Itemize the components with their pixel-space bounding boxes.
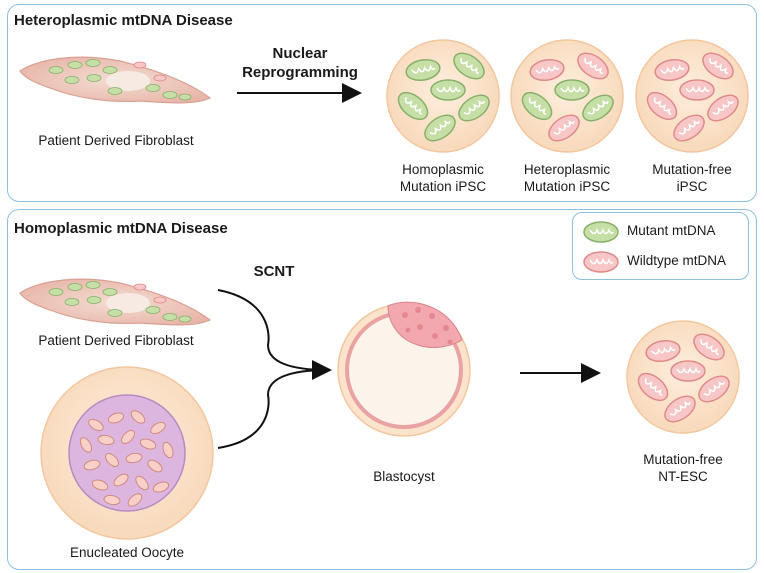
mutation-free-ipsc-label: Mutation-free iPSC [632, 161, 752, 195]
heteroplasmic-ipsc-label-line2: Mutation iPSC [523, 179, 611, 194]
nt-esc-label: Mutation-free NT-ESC [618, 451, 748, 485]
mutation-free-ipsc-label-line2: iPSC [676, 179, 708, 194]
heteroplasmic-panel [7, 4, 757, 202]
homoplasmic-ipsc-label-line1: Homoplasmic [402, 162, 484, 177]
oocyte-label: Enucleated Oocyte [69, 545, 185, 560]
fibroblast-bottom-label: Patient Derived Fibroblast [38, 333, 194, 348]
heteroplasmic-ipsc-label-line1: Heteroplasmic [523, 162, 611, 177]
heteroplasmic-ipsc-label: Heteroplasmic Mutation iPSC [507, 161, 627, 195]
heteroplasmic-ipsc-cell [510, 39, 624, 153]
legend-mutant-label: Mutant mtDNA [627, 223, 716, 238]
legend-swatches [583, 221, 619, 273]
fibroblast-bottom [19, 278, 211, 326]
nt-esc-label-line1: Mutation-free [643, 452, 723, 467]
heteroplasmic-panel-title: Heteroplasmic mtDNA Disease [14, 12, 233, 29]
homoplasmic-ipsc-cell [386, 39, 500, 153]
wildtype-swatch-icon [583, 251, 619, 273]
fibroblast-top [19, 56, 211, 104]
enucleated-oocyte [40, 366, 214, 540]
homoplasmic-panel-title: Homoplasmic mtDNA Disease [14, 220, 228, 237]
legend: Mutant mtDNA Wildtype mtDNA [572, 212, 749, 280]
mutant-swatch-icon [583, 221, 619, 243]
homoplasmic-ipsc-label-line2: Mutation iPSC [399, 179, 487, 194]
homoplasmic-ipsc-label: Homoplasmic Mutation iPSC [383, 161, 503, 195]
mutation-free-ipsc-label-line1: Mutation-free [652, 162, 732, 177]
nt-esc-label-line2: NT-ESC [658, 469, 708, 484]
scnt-arrow-top [217, 289, 329, 371]
blastocyst [337, 301, 471, 437]
arrow-label-line2: Reprogramming [242, 64, 358, 81]
legend-wildtype-label: Wildtype mtDNA [627, 253, 727, 268]
fibroblast-top-label: Patient Derived Fibroblast [38, 133, 194, 148]
mutation-free-ipsc-cell [635, 39, 749, 153]
scnt-arrow-bottom [217, 360, 332, 449]
nt-esc-cell [626, 320, 740, 434]
scnt-label: SCNT [253, 263, 295, 280]
blastocyst-label: Blastocyst [373, 469, 435, 484]
arrow-label-line1: Nuclear [272, 45, 328, 62]
